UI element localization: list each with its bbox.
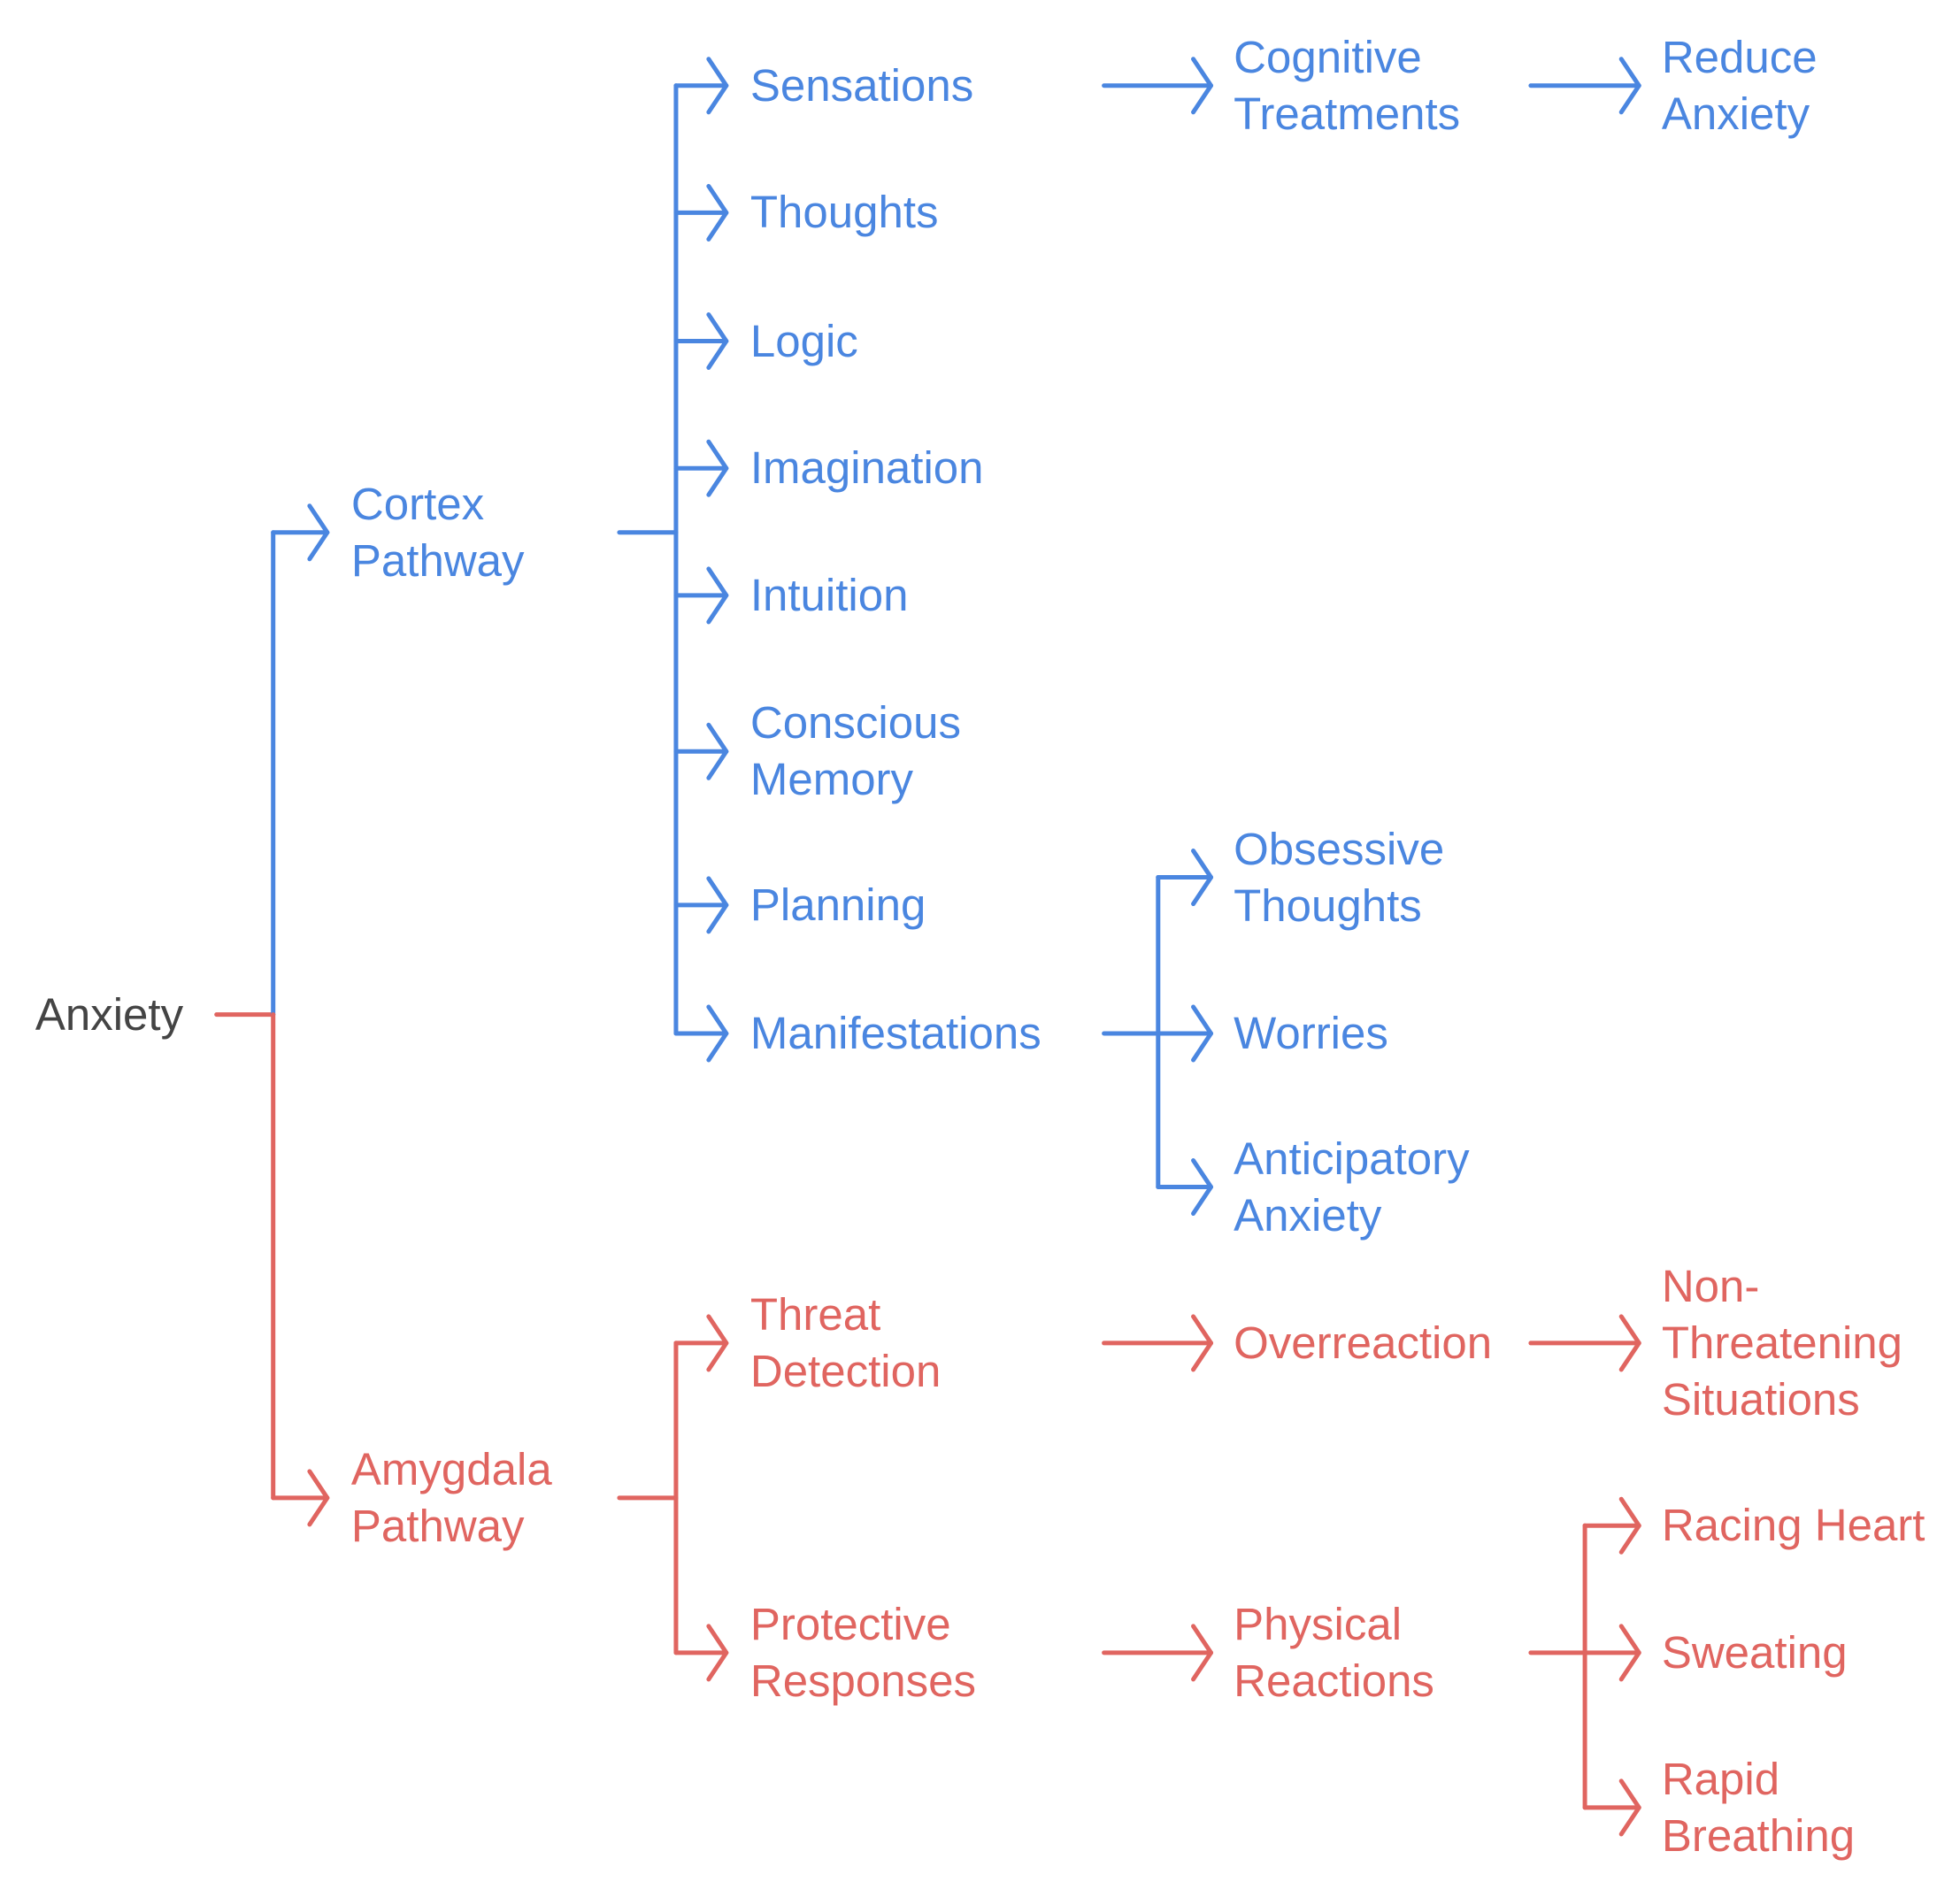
arrow-head-icon (1191, 1004, 1214, 1063)
node-amygdala-pathway-text: Pathway (350, 1500, 525, 1551)
arrow-head-icon (1191, 57, 1214, 115)
node-conscious-memory-text: Conscious (749, 697, 961, 749)
node-anxiety[interactable]: Anxiety (35, 987, 183, 1043)
arrow-head-icon (307, 1469, 330, 1527)
arrow-head-icon (706, 876, 729, 934)
node-obsessive-thoughts-text: Thoughts (1234, 880, 1422, 931)
node-planning[interactable]: Planning (750, 877, 926, 933)
node-reduce-anxiety-text: Reduce (1661, 31, 1818, 82)
arrow-head-icon (1191, 849, 1214, 907)
arrow-head-icon (706, 57, 729, 115)
arrow-head-icon (706, 183, 729, 242)
arrow-head-icon (706, 1624, 729, 1682)
arrow-head-icon (1618, 1624, 1641, 1682)
arrow-head-icon (1618, 1496, 1641, 1555)
node-anticipatory-anxiety-text: Anticipatory (1234, 1133, 1470, 1184)
arrow-head-icon (1618, 1314, 1641, 1372)
node-logic[interactable]: Logic (750, 313, 858, 370)
node-manifestations-text: Manifestations (749, 1007, 1041, 1058)
node-obsessive-thoughts-text: Obsessive (1234, 823, 1445, 874)
node-protective-responses-text: Protective (749, 1598, 951, 1649)
node-non-threatening-situations-text: Situations (1661, 1373, 1860, 1425)
node-anticipatory-anxiety-text: Anxiety (1234, 1189, 1382, 1241)
node-sensations-text: Sensations (749, 59, 974, 111)
node-worries-text: Worries (1234, 1007, 1388, 1058)
arrow-head-icon (1191, 1624, 1214, 1682)
node-thoughts-text: Thoughts (749, 187, 939, 238)
arrow-head-icon (1618, 57, 1641, 115)
node-manifestations[interactable]: Manifestations (750, 1005, 1041, 1062)
node-cognitive-treatments-text: Treatments (1234, 88, 1461, 139)
node-non-threatening-situations-text: Non- (1661, 1260, 1760, 1311)
node-cortex-pathway-text: Pathway (350, 534, 525, 586)
arrow-head-icon (706, 1314, 729, 1372)
node-sweating[interactable]: Sweating (1662, 1625, 1848, 1681)
node-non-threatening-situations-text: Threatening (1661, 1317, 1903, 1368)
node-imagination[interactable]: Imagination (750, 440, 984, 496)
node-racing-heart[interactable]: Racing Heart (1662, 1497, 1925, 1554)
arrow-head-icon (706, 722, 729, 780)
node-anxiety-text: Anxiety (35, 988, 184, 1040)
arrow-head-icon (1191, 1158, 1214, 1217)
arrow-head-icon (706, 439, 729, 497)
node-physical-reactions-text: Reactions (1234, 1655, 1434, 1706)
node-rapid-breathing-text: Rapid (1661, 1753, 1780, 1804)
node-sweating-text: Sweating (1661, 1626, 1848, 1678)
node-imagination-text: Imagination (749, 442, 984, 494)
arrow-head-icon (307, 503, 330, 562)
node-intuition[interactable]: Intuition (750, 567, 909, 624)
node-overreaction-text: Overreaction (1234, 1317, 1493, 1368)
node-overreaction[interactable]: Overreaction (1234, 1315, 1492, 1371)
node-planning-text: Planning (749, 879, 926, 930)
node-worries[interactable]: Worries (1234, 1005, 1388, 1062)
node-amygdala-pathway-text: Amygdala (350, 1443, 552, 1494)
node-rapid-breathing-text: Breathing (1661, 1809, 1856, 1861)
node-intuition-text: Intuition (749, 569, 909, 620)
node-threat-detection-text: Threat (749, 1288, 881, 1340)
node-racing-heart-text: Racing Heart (1661, 1500, 1925, 1551)
arrow-head-icon (706, 566, 729, 625)
node-cognitive-treatments-text: Cognitive (1234, 31, 1422, 82)
arrow-head-icon (1618, 1778, 1641, 1837)
node-reduce-anxiety-text: Anxiety (1661, 88, 1810, 139)
arrow-head-icon (706, 1004, 729, 1063)
node-logic-text: Logic (749, 315, 858, 366)
node-threat-detection-text: Detection (749, 1345, 942, 1396)
node-thoughts[interactable]: Thoughts (750, 184, 939, 241)
node-cortex-pathway-text: Cortex (350, 478, 485, 529)
node-protective-responses-text: Responses (749, 1655, 977, 1706)
arrow-head-icon (1191, 1314, 1214, 1372)
node-conscious-memory-text: Memory (749, 754, 914, 805)
node-physical-reactions-text: Physical (1234, 1598, 1403, 1649)
node-sensations[interactable]: Sensations (750, 58, 973, 114)
arrow-head-icon (706, 312, 729, 371)
